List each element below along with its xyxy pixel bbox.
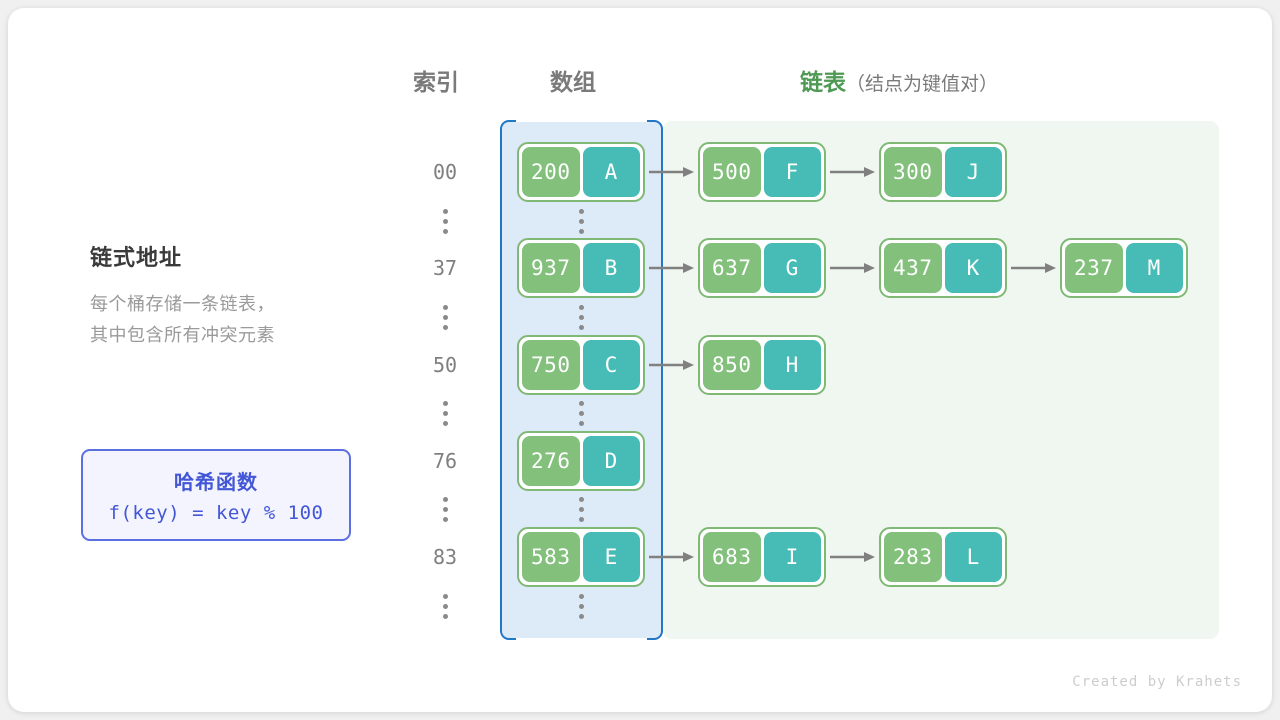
next-pointer-arrow	[1011, 262, 1056, 274]
node-value: B	[582, 243, 640, 293]
node-value: A	[582, 147, 640, 197]
next-pointer-arrow	[649, 166, 694, 178]
node-key: 850	[703, 340, 761, 390]
index-ellipsis	[410, 586, 480, 626]
column-header-array: 数组	[550, 69, 596, 95]
hash-function-title: 哈希函数	[174, 472, 258, 494]
next-pointer-arrow	[649, 359, 694, 371]
node-key: 300	[884, 147, 942, 197]
array-ellipsis	[546, 201, 616, 241]
node-value: H	[763, 340, 821, 390]
array-bracket-top-gap	[516, 118, 647, 122]
array-bracket-bottom-gap	[516, 638, 647, 642]
array-ellipsis	[546, 393, 616, 433]
index-label: 76	[432, 449, 458, 473]
node-key: 583	[522, 532, 580, 582]
index-label: 83	[432, 545, 458, 569]
node-key: 637	[703, 243, 761, 293]
caption-body: 每个桶存储一条链表， 其中包含所有冲突元素	[90, 289, 275, 351]
index-ellipsis	[410, 201, 480, 241]
node-value: J	[944, 147, 1002, 197]
node-key: 937	[522, 243, 580, 293]
node-value: C	[582, 340, 640, 390]
node-key: 200	[522, 147, 580, 197]
index-label: 37	[432, 256, 458, 280]
array-ellipsis	[546, 297, 616, 337]
caption-line-1: 每个桶存储一条链表，	[90, 294, 275, 314]
index-ellipsis	[410, 393, 480, 433]
node-key: 283	[884, 532, 942, 582]
node-value: M	[1125, 243, 1183, 293]
node-key: 437	[884, 243, 942, 293]
array-ellipsis	[546, 586, 616, 626]
footer-credit: Created by Krahets	[1072, 674, 1242, 690]
node-key: 237	[1065, 243, 1123, 293]
node-value: D	[582, 436, 640, 486]
node-value: L	[944, 532, 1002, 582]
next-pointer-arrow	[649, 262, 694, 274]
next-pointer-arrow	[830, 551, 875, 563]
node-value: I	[763, 532, 821, 582]
next-pointer-arrow	[649, 551, 694, 563]
caption-line-2: 其中包含所有冲突元素	[90, 325, 275, 345]
index-label: 00	[432, 160, 458, 184]
node-value: F	[763, 147, 821, 197]
column-header-linked-list-main: 链表	[800, 69, 846, 95]
column-header-linked-list-sub: （结点为键值对）	[846, 74, 999, 95]
diagram-card: 索引 数组 链表（结点为键值对） 链式地址 每个桶存储一条链表， 其中包含所有冲…	[8, 8, 1272, 712]
node-key: 750	[522, 340, 580, 390]
node-key: 500	[703, 147, 761, 197]
array-ellipsis	[546, 489, 616, 529]
column-header-index: 索引	[413, 69, 459, 95]
node-key: 276	[522, 436, 580, 486]
next-pointer-arrow	[830, 166, 875, 178]
column-header-linked-list: 链表（结点为键值对）	[800, 63, 998, 97]
index-ellipsis	[410, 489, 480, 529]
node-value: K	[944, 243, 1002, 293]
hash-function-formula: f(key) = key % 100	[108, 502, 324, 524]
node-key: 683	[703, 532, 761, 582]
node-value: G	[763, 243, 821, 293]
caption-title: 链式地址	[90, 245, 183, 270]
index-ellipsis	[410, 297, 480, 337]
node-value: E	[582, 532, 640, 582]
next-pointer-arrow	[830, 262, 875, 274]
index-label: 50	[432, 353, 458, 377]
hash-function-box: 哈希函数 f(key) = key % 100	[81, 449, 351, 541]
